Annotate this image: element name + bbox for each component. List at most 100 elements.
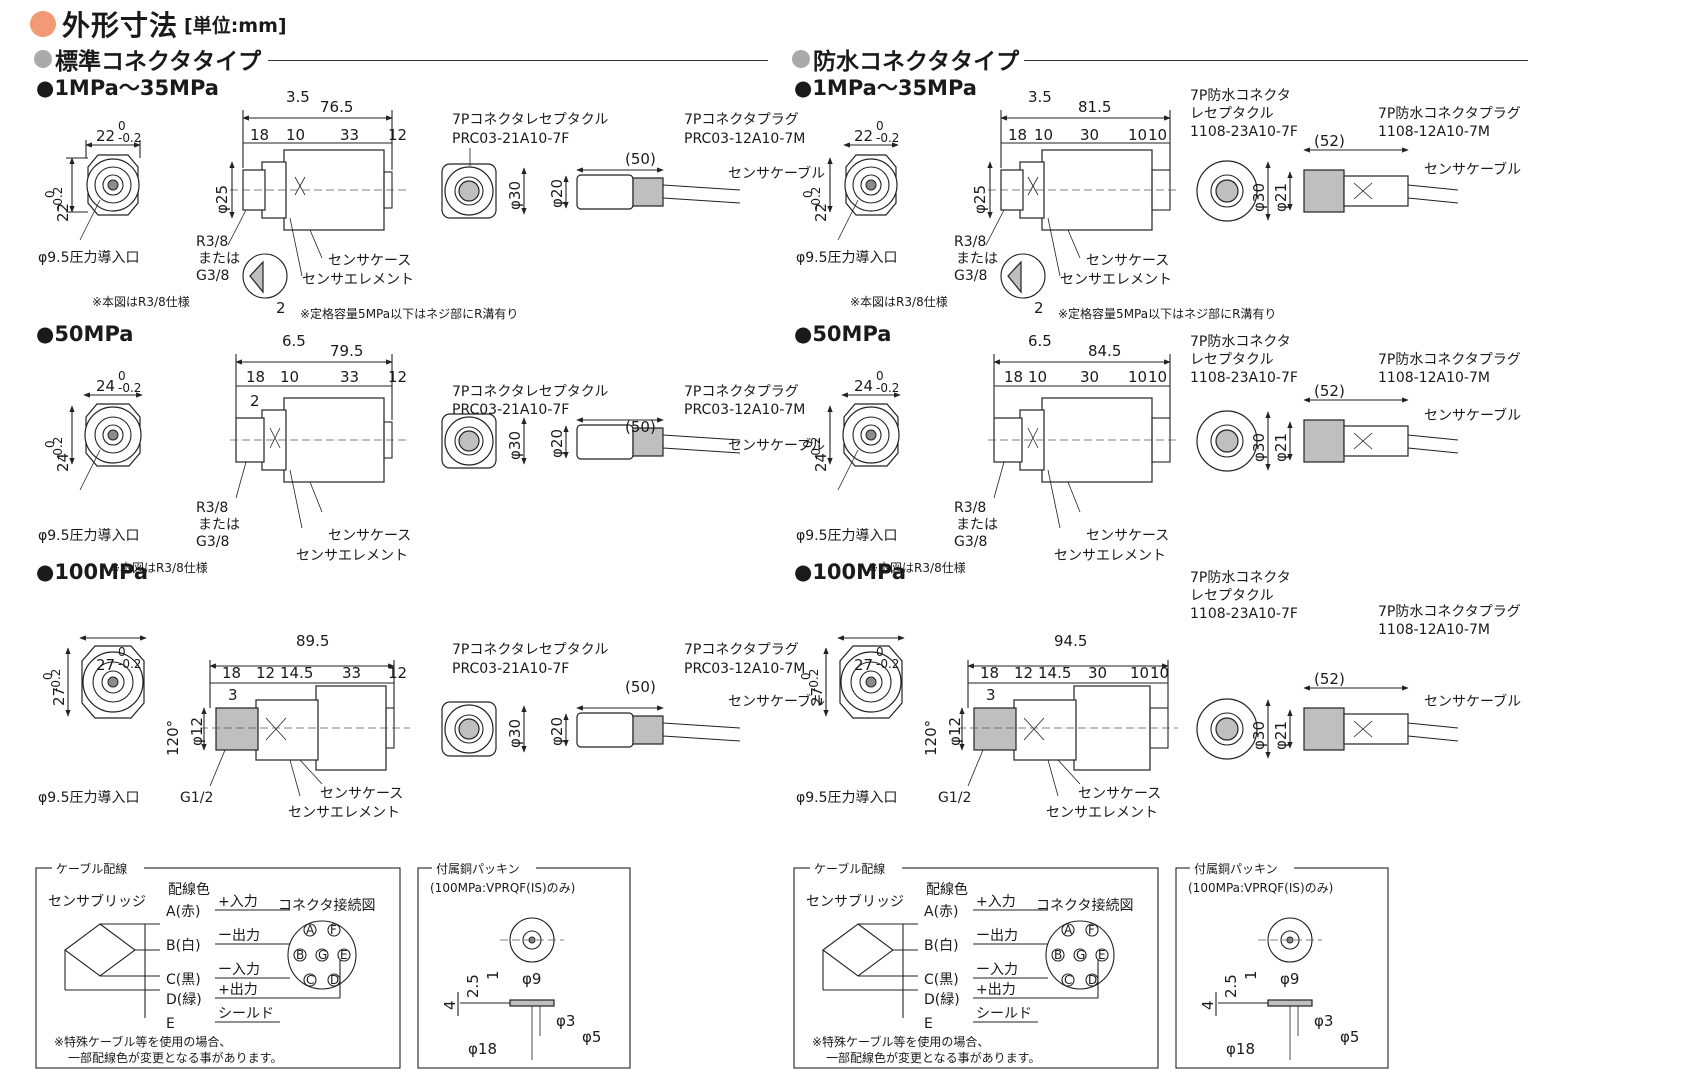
wire-code: D(緑) (924, 992, 960, 1008)
plug-nut (1303, 169, 1345, 213)
receptacle-part: PRC03-21A10-7F (452, 131, 569, 147)
hex-height-label: 22 (812, 203, 830, 222)
element-label: センサエレメント (288, 805, 400, 821)
hex-height-label: 24 (812, 453, 830, 472)
segment-dim: 18 (246, 368, 265, 386)
row-100mpa: 27 0 -0.2 27 0 -0.2 φ9.5圧力導入口 94.5 (796, 570, 1521, 821)
note-label: ※本図はR3/8仕様 (110, 561, 208, 575)
row-100mpa: 27 0 -0.2 27 0 -0.2 φ9.5圧力導入口 89.5 (38, 632, 825, 821)
plug-view: φ21 (52) 7P防水コネクタプラグ 1108-12A10-7M センサケー… (1272, 352, 1521, 463)
cable-label: センサケーブル (1424, 407, 1521, 424)
segment-dim: 12 (256, 664, 275, 682)
tolerance-bottom: -0.2 (807, 669, 821, 692)
tolerance-bottom: -0.2 (876, 657, 899, 671)
side-view: 76.5 3.5 18 10 33 12 φ25 2 R3/8 または G3/8 (92, 88, 518, 321)
thread-label: R3/8 (196, 500, 228, 516)
packing-inner-dia2: φ5 (1340, 1028, 1359, 1046)
wire-code: A(赤) (924, 904, 959, 920)
thread-label: G3/8 (196, 534, 229, 550)
bridge-label: センサブリッジ (48, 893, 146, 910)
wire-code: C(黒) (166, 972, 201, 988)
thread-label: または (198, 251, 240, 267)
port-label: φ9.5圧力導入口 (38, 528, 140, 544)
plug-length: (52) (1314, 132, 1345, 150)
thread-label: G3/8 (954, 268, 987, 284)
packing-step1: 2.5 (464, 974, 482, 998)
tolerance-bottom: -0.2 (51, 437, 65, 460)
segment-dim: 10 (286, 126, 305, 144)
plug-part: PRC03-12A10-7M (684, 402, 805, 418)
note-label: ※本図はR3/8仕様 (92, 295, 190, 309)
receptacle-dia: φ30 (506, 431, 524, 460)
front-view: 24 0 -0.2 24 0 -0.2 φ9.5圧力導入口 (796, 369, 901, 544)
receptacle-label: 7Pコネクタレセプタクル (452, 112, 608, 128)
wire-code: E (166, 1016, 175, 1032)
plug-length: (52) (1314, 382, 1345, 400)
side-view: 89.5 18 12 14.5 33 12 3 φ12 120° G1/2 セン… (164, 632, 410, 821)
receptacle-dia: φ30 (506, 181, 524, 210)
body-diameter: φ12 (946, 717, 964, 746)
section-bullet (34, 50, 52, 68)
segment-dim: 12 (388, 368, 407, 386)
section-standard-title: 標準コネクタタイプ (55, 49, 262, 75)
element-label: センサエレメント (1060, 272, 1172, 288)
plug-length: (52) (1314, 670, 1345, 688)
pin-label: D (1088, 973, 1097, 987)
segment-dim: 10 (280, 368, 299, 386)
step-dim: 3.5 (1028, 88, 1052, 106)
unit-label: [単位:mm] (184, 14, 287, 37)
packing-inner-dia2: φ5 (582, 1028, 601, 1046)
body-diameter: φ25 (971, 185, 989, 214)
segment-dim: 18 (222, 664, 241, 682)
element-label: センサエレメント (1054, 548, 1166, 564)
tolerance-top: 0 (876, 369, 884, 383)
thread-label: R3/8 (954, 234, 986, 250)
color-header: 配線色 (926, 881, 968, 898)
receptacle-view: φ30 7Pコネクタレセプタクル PRC03-21A10-7F (441, 642, 608, 757)
color-header: 配線色 (168, 881, 210, 898)
plug-nut (632, 177, 664, 207)
groove-detail (249, 260, 264, 294)
segment-dim: 10 (1148, 126, 1167, 144)
port-label: φ9.5圧力導入口 (38, 250, 140, 266)
packing-subtitle: (100MPa:VPRQF(IS)のみ) (430, 881, 575, 895)
wiring-note: 一部配線色が変更となる事があります。 (68, 1050, 282, 1065)
tolerance-top: 0 (799, 672, 813, 680)
segment-dim: 18 (1008, 126, 1027, 144)
plug-dia: φ21 (1272, 433, 1290, 462)
hex-height-label: 27 (50, 687, 68, 706)
wire-code: B(白) (166, 938, 201, 954)
cable-label: センサケーブル (1424, 693, 1521, 710)
hex-width-label: 27 (96, 656, 115, 674)
range-label: ●1MPa～35MPa (36, 76, 219, 100)
pin-label: G (318, 948, 327, 962)
packing-inner-dia: φ3 (1314, 1012, 1333, 1030)
plug-part: PRC03-12A10-7M (684, 661, 805, 677)
wire-code: D(緑) (166, 992, 202, 1008)
case-label: センサケース (320, 786, 403, 802)
total-length: 84.5 (1088, 342, 1121, 360)
segment-dim: 10 (1148, 368, 1167, 386)
segment-dim: 12 (1014, 664, 1033, 682)
receptacle-part: 1108-23A10-7F (1190, 606, 1298, 622)
case-label: センサケース (1078, 786, 1161, 802)
segment-dim: 33 (340, 126, 359, 144)
wire-signal: ー入力 (976, 962, 1018, 978)
receptacle-view: φ30 7P防水コネクタ レセプタクル 1108-23A10-7F (1190, 334, 1298, 472)
plug-label: 7Pコネクタプラグ (684, 112, 799, 128)
packing-step2: 1 (1242, 970, 1260, 980)
hex-width-label: 24 (96, 377, 115, 395)
tolerance-bottom: -0.2 (118, 657, 141, 671)
packing-subtitle: (100MPa:VPRQF(IS)のみ) (1188, 881, 1333, 895)
page-title: 外形寸法 (62, 9, 179, 42)
segment-dim: 10 (1128, 368, 1147, 386)
cable-label: センサケーブル (728, 165, 825, 182)
range-label: ●50MPa (794, 322, 892, 346)
plug-label: 7P防水コネクタプラグ (1378, 106, 1521, 122)
panel-standard: 22 0 -0.2 22 0 -0.2 φ9.5圧力導入口 (38, 88, 825, 821)
pin-label: F (330, 923, 337, 937)
wire-signal: ー出力 (976, 928, 1018, 944)
tolerance-bottom: -0.2 (876, 381, 899, 395)
tolerance-top: 0 (801, 440, 815, 448)
